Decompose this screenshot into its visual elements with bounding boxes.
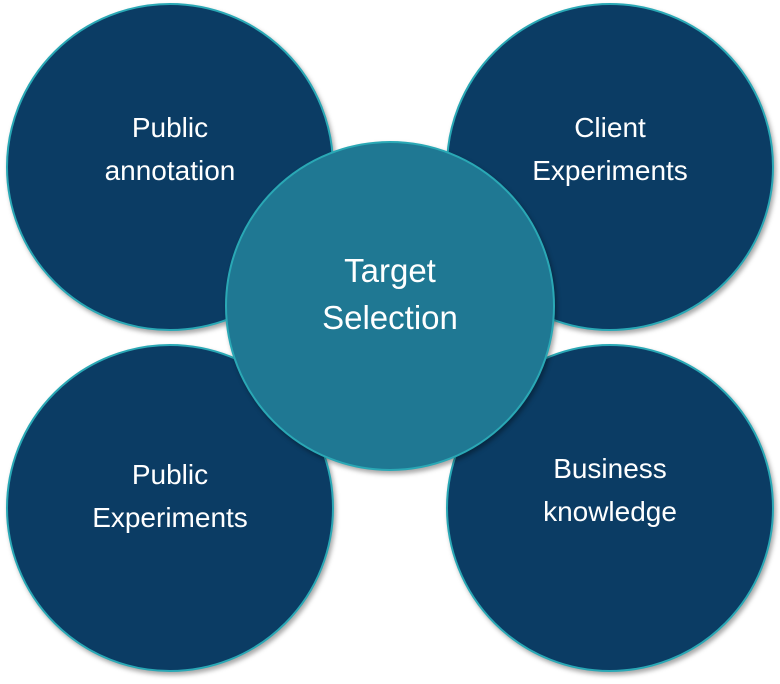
circle-label: Business knowledge (543, 447, 677, 533)
circle-public-annotation: Public annotation (6, 3, 334, 331)
circle-target-selection: Target Selection (225, 141, 555, 471)
label-line: Experiments (532, 154, 688, 186)
label-line: Client (574, 111, 646, 143)
circle-label: Public annotation (105, 106, 236, 192)
circle-label: Client Experiments (532, 106, 688, 192)
label-line: Selection (322, 298, 458, 336)
label-line: Experiments (92, 501, 248, 533)
label-line: Target (344, 251, 436, 289)
circle-label: Target Selection (322, 247, 458, 341)
label-line: annotation (104, 154, 236, 186)
label-line: Public (131, 111, 209, 143)
label-line: Business (553, 452, 667, 484)
circle-label: Public Experiments (92, 453, 248, 539)
label-line: knowledge (543, 495, 677, 527)
label-line: Public (131, 458, 209, 490)
